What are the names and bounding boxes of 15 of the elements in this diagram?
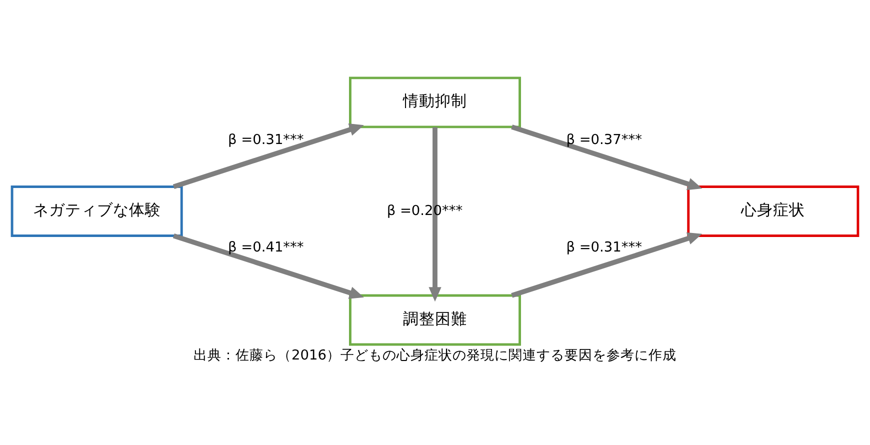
edge-label: β =0.20*** xyxy=(386,202,463,219)
node-box: 情動抑制 xyxy=(348,76,521,128)
arrow xyxy=(511,232,702,298)
edge-label: β =0.31*** xyxy=(228,132,304,148)
node-box: 心身症状 xyxy=(687,186,860,237)
node-box: 調整困難 xyxy=(348,294,521,346)
arrow xyxy=(172,124,364,189)
arrow xyxy=(428,127,442,302)
edge-label: β =0.31*** xyxy=(566,240,642,256)
edge-label: β =0.37*** xyxy=(566,132,642,148)
node-box: ネガティブな体験 xyxy=(10,186,183,237)
arrow xyxy=(511,124,702,190)
edge-label: β =0.41*** xyxy=(228,240,304,256)
arrow xyxy=(172,233,364,299)
caption: 出典：佐藤ら（2016）子どもの心身症状の発現に関連する要因を参考に作成 xyxy=(194,347,676,364)
